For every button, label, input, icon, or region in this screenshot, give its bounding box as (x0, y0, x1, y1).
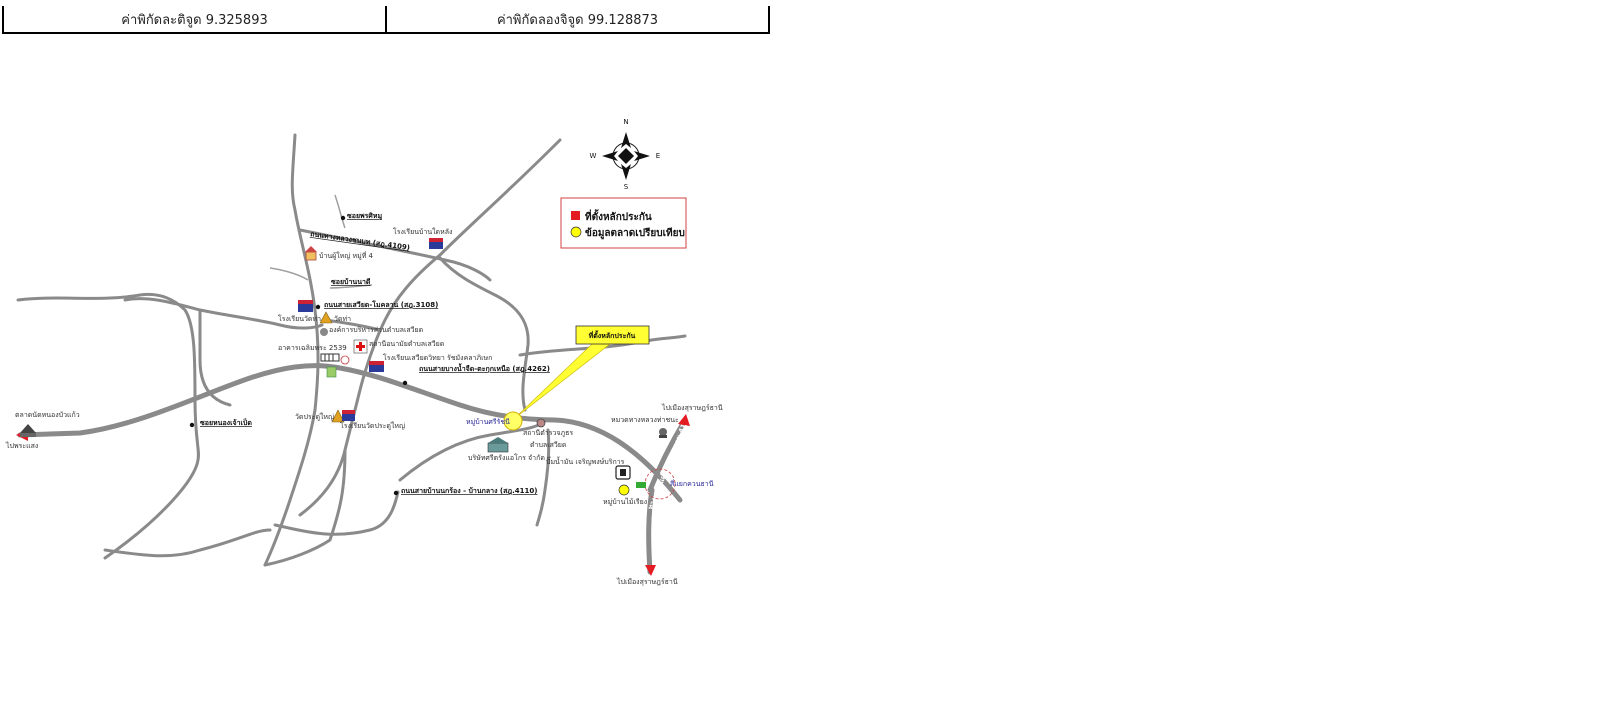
hospital-icon (353, 339, 368, 354)
collateral-legend-swatch (571, 211, 580, 220)
government-emblem-icon (659, 428, 667, 438)
label-school-ban-khlong: โรงเรียนบ้านใดหลัง (393, 227, 452, 236)
label-wat-pradu-yai: วัดประดู่ใหญ่ (295, 412, 334, 421)
temple-icon (319, 311, 333, 324)
label-to-surat-top: ไปเมืองสุราษฎร์ธานี (661, 403, 723, 412)
label-community-building: อาคารเฉลิมพระ 2539 (278, 344, 347, 352)
label-road-4110: ถนนสายบ้านนกร้อง - บ้านกลาง (สฎ.4110) (401, 486, 537, 495)
compass-rose-icon: N S W E (590, 118, 661, 191)
coordinate-table: ค่าพิกัดละติจูด 9.325893 ค่าพิกัดลองจิจู… (2, 6, 770, 34)
local-roads (16, 133, 687, 567)
house-icon (305, 246, 317, 261)
factory-icon (487, 437, 509, 453)
compass-s: S (624, 183, 629, 191)
label-school-sawiat: โรงเรียนเสวียดวิทยา รัชมังคลาภิเษก (383, 353, 492, 362)
school-icon (369, 361, 384, 372)
arrow-to-surat-bottom-icon (645, 565, 656, 576)
market-data-marker-icon (618, 484, 630, 496)
label-sao-office: องค์การบริหารส่วนตำบลเสวียด (329, 326, 423, 334)
temple-icon (331, 409, 345, 423)
legend-market-label: ข้อมูลตลาดเปรียบเทียบ (585, 227, 685, 240)
location-map: N S W E ที่ตั้งหลักประกัน ข้อมูลตลาดเปรี… (5, 118, 723, 586)
gas-pump-icon (340, 355, 350, 365)
traffic-sign-icon (326, 366, 337, 378)
label-intersection: สี่แยกควนธานี (670, 479, 714, 488)
label-soi-ban-na-dee: ซอยบ้านนาดี (331, 277, 371, 286)
label-gas-station: ปั๊มน้ำมัน เจริญพงษ์บริการ (546, 455, 625, 466)
building-icon (320, 353, 340, 362)
legend-collateral-label: ที่ตั้งหลักประกัน (585, 209, 652, 223)
label-road-4262: ถนนสายบางน้ำจืด-ตะกุกเหนือ (สฎ.4262) (419, 362, 550, 373)
label-school-wat-pradu-yai: โรงเรียนวัดประดู่ใหญ่ (340, 421, 405, 430)
label-soi-nong-chao-pet: ซอยหนองเจ้าเป็ด (200, 418, 252, 427)
school-icon (298, 300, 313, 312)
road-dots (189, 215, 408, 496)
label-rubber-company: บริษัทศรีตรังแอโกร จำกัด (468, 453, 545, 462)
intersection-marker-icon (636, 468, 676, 500)
police-icon (536, 418, 546, 428)
label-village-mai-ruak: หมู่บ้านไม้เรียง (603, 497, 647, 506)
label-school-wat-tha: โรงเรียนวัดท่า (278, 314, 321, 323)
label-soi-phrasirimon: ซอยพรศิหมู (347, 212, 382, 221)
compass-n: N (623, 118, 628, 126)
label-police-station: สถานีตำรวจภูธร (523, 429, 573, 437)
label-police-station-sub: ตำบลเสวียด (530, 441, 566, 449)
label-wat-tha: วัดท่า (334, 315, 351, 323)
compass-e: E (656, 152, 660, 160)
collateral-callout: ที่ตั้งหลักประกัน (503, 325, 650, 431)
market-icon (20, 424, 36, 437)
label-to-phrasaeng: ไปพระแสง (5, 441, 38, 450)
label-village-head-house: บ้านผู้ใหญ่ หมู่ที่ 4 (319, 251, 374, 260)
government-office-icon (320, 328, 328, 336)
label-to-surat-bottom: ไปเมืองสุราษฎร์ธานี (616, 577, 678, 586)
label-market-nong-bua: ตลาดนัดหนองบัวแก้ว (15, 411, 80, 419)
label-highway-district: หมวดทางหลวงท่าชนะ (611, 416, 679, 424)
callout-label: ที่ตั้งหลักประกัน (588, 329, 635, 340)
compass-w: W (590, 152, 597, 160)
market-legend-swatch (570, 226, 582, 238)
label-village-si-ruam: หมู่บ้านศรีรัชนี (466, 418, 510, 426)
longitude-cell: ค่าพิกัดลองจิจูด 99.128873 (385, 6, 768, 32)
label-health-station: สถานีอนามัยตำบลเสวียด (369, 340, 444, 348)
main-roads (17, 363, 688, 575)
map-legend: ที่ตั้งหลักประกัน ข้อมูลตลาดเปรียบเทียบ (560, 197, 687, 249)
collateral-marker-icon (503, 411, 523, 431)
label-road-3108: ถนนสายเสวียด-โมคลาน (สฎ.3108) (324, 300, 438, 309)
school-icon (342, 410, 355, 421)
school-icon (429, 238, 443, 249)
arrow-to-surat-top-icon (678, 414, 690, 426)
latitude-cell: ค่าพิกัดละติจูด 9.325893 (121, 12, 268, 28)
gas-station-icon (615, 465, 631, 480)
